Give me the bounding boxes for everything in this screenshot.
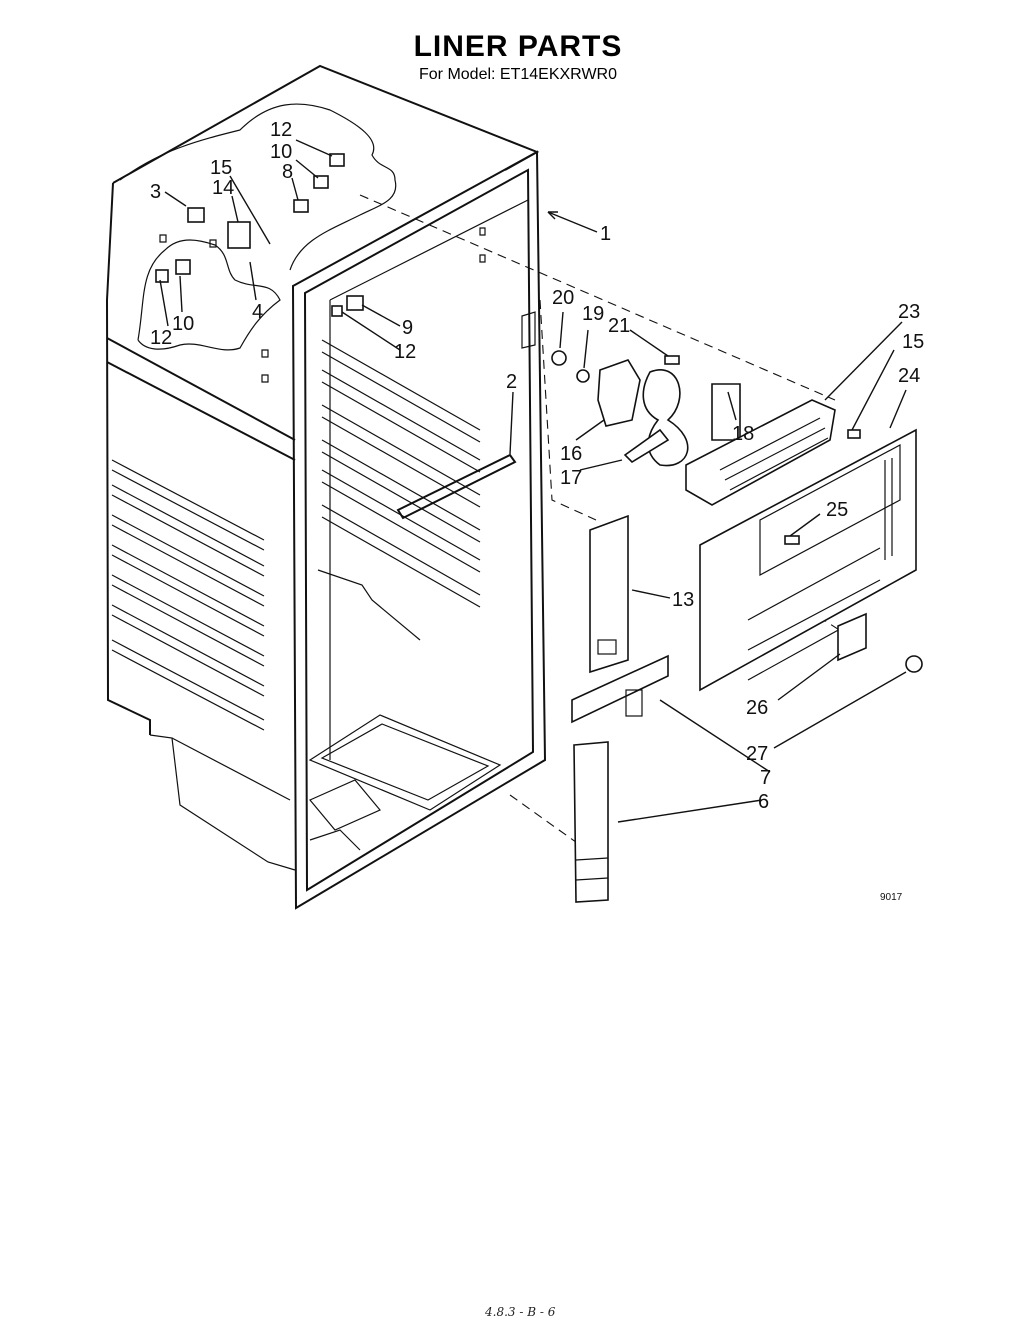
callout-26: 26 — [746, 697, 768, 719]
part-12-clip-front — [331, 305, 343, 317]
part-21-screw — [664, 355, 680, 365]
part-19-grommet — [576, 369, 590, 383]
figure-number: 9017 — [880, 892, 903, 903]
part-9-clip — [346, 295, 364, 311]
part-10-clip-left — [175, 259, 191, 275]
part-12-clip-top — [329, 153, 345, 167]
callout-12-left: 12 — [150, 327, 172, 349]
callout-labels: 1 2 3 4 6 7 8 9 10 10 12 12 12 13 14 15 … — [150, 119, 924, 813]
callout-21: 21 — [608, 315, 630, 337]
part-3-grommet — [187, 207, 205, 223]
part-6-panel — [573, 741, 609, 903]
callout-1: 1 — [600, 223, 611, 245]
callout-8: 8 — [282, 161, 293, 183]
callout-7: 7 — [760, 767, 771, 789]
page-footer: 4.8.3 - B - 6 — [484, 1305, 556, 1319]
evaporator-cover — [685, 399, 923, 692]
part-7-channel — [571, 654, 669, 724]
model-subtitle: For Model: ET14EKXRWR0 — [419, 66, 617, 83]
callout-2: 2 — [506, 371, 517, 393]
part-16-fan-motor — [597, 359, 641, 427]
callout-6: 6 — [758, 791, 769, 813]
callout-10-left: 10 — [172, 313, 194, 335]
part-23-grille — [685, 399, 836, 506]
callout-27: 27 — [746, 743, 768, 765]
fan-assembly — [551, 350, 741, 467]
callout-4: 4 — [252, 301, 263, 323]
callout-25: 25 — [826, 499, 848, 521]
callout-14: 14 — [212, 177, 234, 199]
part-12-clip-left — [155, 269, 169, 283]
callout-24: 24 — [898, 365, 920, 387]
callout-23: 23 — [898, 301, 920, 323]
part-24-cover-panel — [699, 428, 917, 692]
callout-17: 17 — [560, 467, 582, 489]
part-20-grommet — [551, 350, 567, 366]
callout-16: 16 — [560, 443, 582, 465]
part-27-plug — [905, 655, 923, 673]
callout-20: 20 — [552, 287, 574, 309]
callout-15-right: 15 — [902, 331, 924, 353]
callout-19: 19 — [582, 303, 604, 325]
part-25-screw — [784, 535, 800, 545]
callout-18: 18 — [732, 423, 754, 445]
callout-12-top: 12 — [270, 119, 292, 141]
loose-panels — [571, 514, 669, 903]
callout-3: 3 — [150, 181, 161, 203]
part-26-plate — [837, 612, 867, 662]
page-title: LINER PARTS — [413, 30, 623, 63]
callout-9: 9 — [402, 317, 413, 339]
callout-15-left: 15 — [210, 157, 232, 179]
exploded-dashed-lines — [359, 194, 856, 846]
callout-leaders — [159, 139, 907, 823]
callout-10-top: 10 — [270, 141, 292, 163]
part-10-clip-top — [313, 175, 329, 189]
part-8-clip — [293, 199, 309, 213]
part-14-thermostat — [227, 221, 251, 249]
callout-12-front: 12 — [394, 341, 416, 363]
part-15-screw — [847, 429, 861, 439]
cabinet-drawing — [105, 64, 547, 910]
part-13-panel — [589, 514, 629, 674]
part-17-fan-blade — [623, 428, 670, 464]
callout-13: 13 — [672, 589, 694, 611]
